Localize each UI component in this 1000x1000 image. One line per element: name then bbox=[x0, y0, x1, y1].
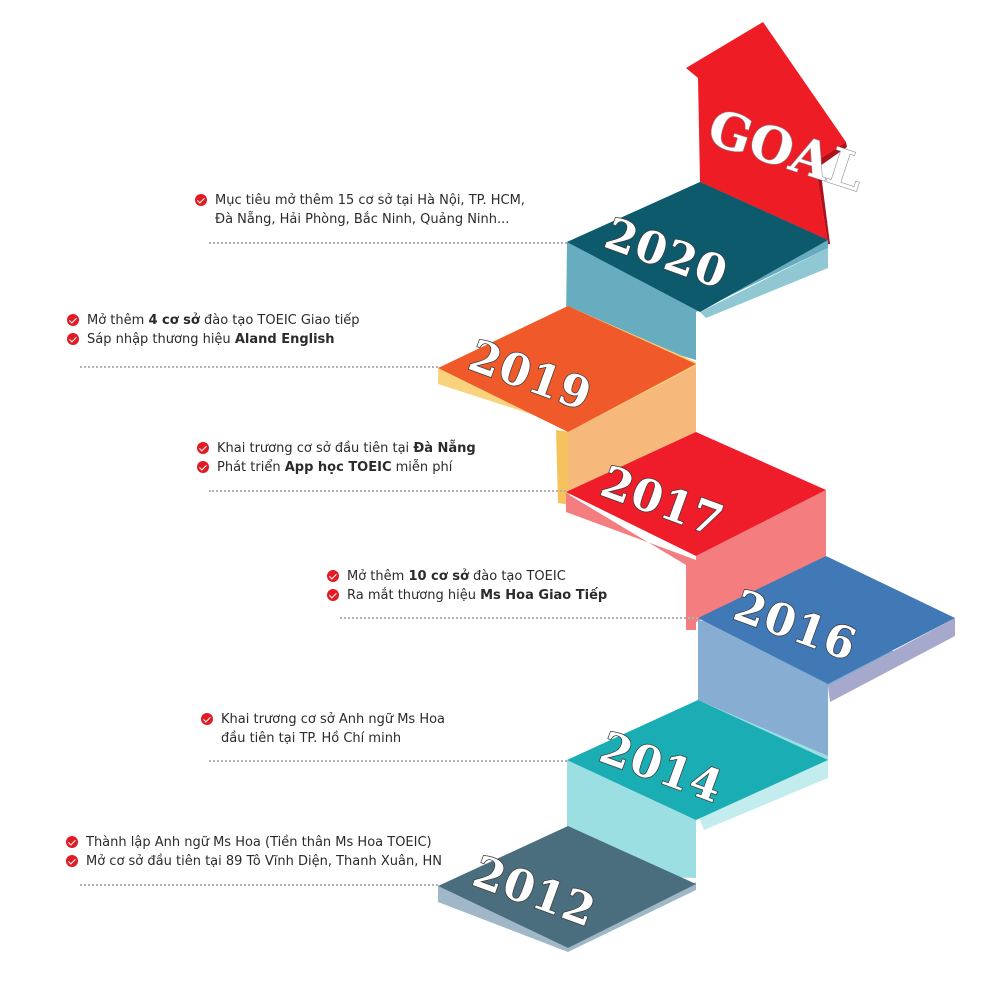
leader-line-2012 bbox=[80, 884, 438, 886]
milestone-highlight: Aland English bbox=[234, 332, 335, 347]
check-icon bbox=[67, 333, 79, 345]
milestone-line: Sáp nhập thương hiệu Aland English bbox=[67, 330, 360, 349]
step-2017: 2017 bbox=[566, 432, 826, 630]
milestone-line: Phát triển App học TOEIC miễn phí bbox=[197, 458, 476, 477]
leader-line-2014 bbox=[209, 760, 567, 762]
milestone-text: đầu tiên tại TP. Hồ Chí minh bbox=[221, 731, 402, 746]
step-2014: 2014 bbox=[567, 700, 828, 878]
milestone-line: đầu tiên tại TP. Hồ Chí minh bbox=[201, 729, 445, 748]
milestone-line: Khai trương cơ sở Anh ngữ Ms Hoa bbox=[201, 710, 445, 729]
milestone-line: Mở cơ sở đầu tiên tại 89 Tô Vĩnh Diện, T… bbox=[66, 852, 442, 871]
milestone-line: Mở thêm 4 cơ sở đào tạo TOEIC Giao tiếp bbox=[67, 311, 360, 330]
check-icon bbox=[197, 442, 209, 454]
milestone-line: Thành lập Anh ngữ Ms Hoa (Tiền thân Ms H… bbox=[66, 833, 442, 852]
milestone-text: Mở cơ sở đầu tiên tại 89 Tô Vĩnh Diện, T… bbox=[86, 854, 442, 869]
step-2020: 2020 bbox=[566, 182, 828, 360]
milestone-note-2012: Thành lập Anh ngữ Ms Hoa (Tiền thân Ms H… bbox=[66, 833, 442, 871]
milestone-text: đào tạo TOEIC bbox=[468, 569, 566, 584]
leader-line-2020 bbox=[209, 242, 567, 244]
milestone-line: Ra mắt thương hiệu Ms Hoa Giao Tiếp bbox=[327, 586, 607, 605]
milestone-highlight: 10 cơ sở bbox=[408, 569, 469, 584]
leader-line-2016 bbox=[340, 617, 698, 619]
milestone-line: Đà Nẵng, Hải Phòng, Bắc Ninh, Quảng Ninh… bbox=[195, 210, 525, 229]
milestone-highlight: 4 cơ sở bbox=[148, 313, 200, 328]
milestone-text: Khai trương cơ sở Anh ngữ Ms Hoa bbox=[221, 712, 446, 727]
milestone-text: đào tạo TOEIC Giao tiếp bbox=[199, 313, 360, 328]
goal-arrow: GOAL bbox=[686, 22, 873, 244]
milestone-text: Ra mắt thương hiệu bbox=[347, 588, 481, 603]
milestone-text: miễn phí bbox=[391, 460, 453, 475]
check-icon bbox=[201, 713, 213, 725]
leader-line-2019 bbox=[80, 366, 438, 368]
milestone-highlight: Đà Nẵng bbox=[413, 441, 476, 456]
milestone-text: Khai trương cơ sở đầu tiên tại bbox=[217, 441, 414, 456]
check-icon bbox=[66, 836, 78, 848]
milestone-note-2014: Khai trương cơ sở Anh ngữ Ms Hoa đầu tiên… bbox=[201, 710, 445, 748]
milestone-text: Thành lập Anh ngữ Ms Hoa (Tiền thân Ms H… bbox=[86, 835, 432, 850]
milestone-text: Đà Nẵng, Hải Phòng, Bắc Ninh, Quảng Ninh… bbox=[215, 212, 510, 227]
milestone-line: Mục tiêu mở thêm 15 cơ sở tại Hà Nội, TP… bbox=[195, 191, 525, 210]
milestone-line: Mở thêm 10 cơ sở đào tạo TOEIC bbox=[327, 567, 607, 586]
leader-line-2017 bbox=[209, 490, 566, 492]
check-icon bbox=[195, 194, 207, 206]
milestone-highlight: Ms Hoa Giao Tiếp bbox=[480, 588, 608, 603]
milestone-text: Phát triển bbox=[217, 460, 285, 475]
milestone-text: Mở thêm bbox=[347, 569, 409, 584]
check-icon bbox=[66, 855, 78, 867]
check-icon bbox=[67, 314, 79, 326]
milestone-text: Sáp nhập thương hiệu bbox=[87, 332, 235, 347]
milestone-line: Khai trương cơ sở đầu tiên tại Đà Nẵng bbox=[197, 439, 476, 458]
milestone-highlight: App học TOEIC bbox=[284, 460, 392, 475]
milestone-note-2020: Mục tiêu mở thêm 15 cơ sở tại Hà Nội, TP… bbox=[195, 191, 525, 229]
check-icon bbox=[327, 589, 339, 601]
check-icon bbox=[327, 570, 339, 582]
milestone-text: Mở thêm bbox=[87, 313, 149, 328]
check-icon bbox=[197, 461, 209, 473]
milestone-text: Mục tiêu mở thêm 15 cơ sở tại Hà Nội, TP… bbox=[215, 193, 525, 208]
